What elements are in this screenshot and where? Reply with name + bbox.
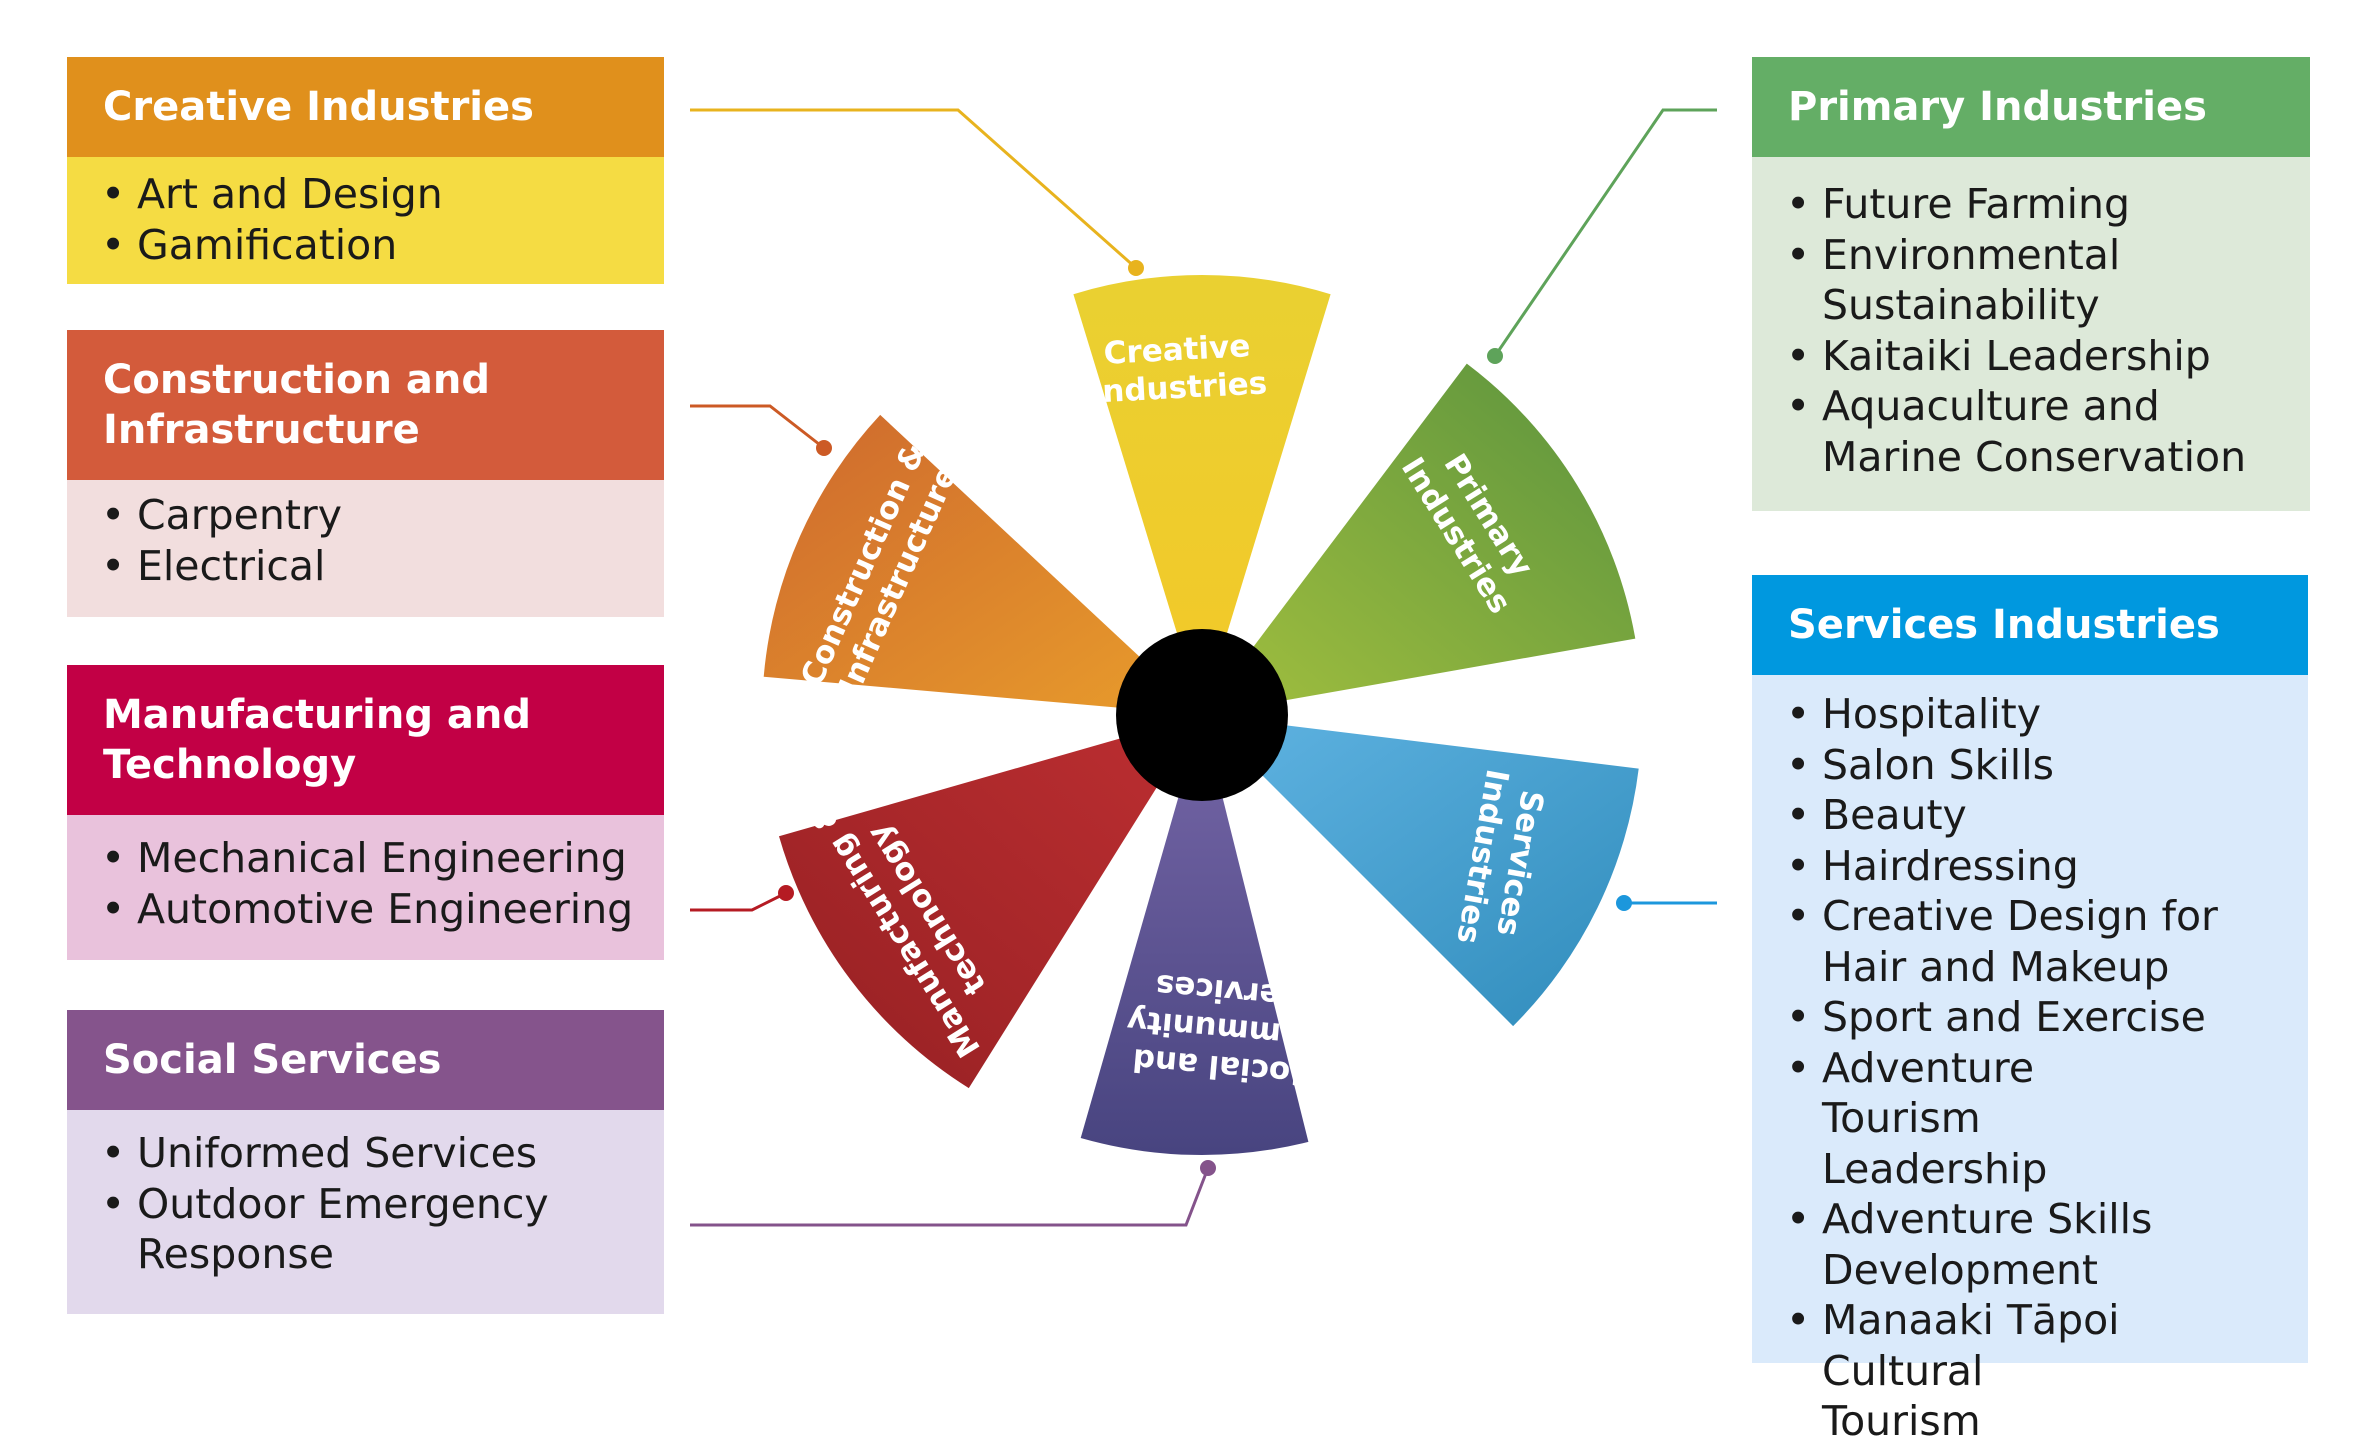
sector-services-industries	[1202, 715, 1639, 1027]
wheel-label-social: Social and Community Services	[1125, 967, 1326, 1093]
list-item: Creative Design for Hair and Makeup	[1786, 891, 2268, 992]
card-manufacturing-technology: Manufacturing and Technology Mechanical …	[67, 665, 664, 960]
wheel-hub	[1116, 629, 1288, 801]
list-item: Future Farming	[1786, 179, 2270, 230]
card-title: Creative Industries	[103, 84, 534, 130]
list-item: Carpentry	[101, 490, 644, 541]
connector-dot-primary	[1487, 348, 1503, 364]
sector-social-community-services	[1080, 715, 1309, 1156]
item-list: Mechanical Engineering Automotive Engine…	[101, 833, 644, 934]
sector-creative-industries	[1073, 274, 1331, 715]
list-item: Hospitality	[1786, 689, 2268, 740]
list-item: Aquaculture and Marine Conservation	[1786, 381, 2270, 482]
sector-manufacturing-technology	[779, 715, 1202, 1089]
card-body: Uniformed Services Outdoor Emergency Res…	[67, 1110, 664, 1314]
list-item: Salon Skills	[1786, 740, 2268, 791]
list-item: Automotive Engineering	[101, 884, 644, 935]
connector-social	[690, 1167, 1210, 1227]
connector-construction	[690, 404, 825, 450]
card-title: Social Services	[103, 1037, 442, 1083]
card-header: Manufacturing and Technology	[67, 665, 664, 815]
item-list: Hospitality Salon Skills Beauty Hairdres…	[1786, 689, 2268, 1447]
card-body: Mechanical Engineering Automotive Engine…	[67, 815, 664, 960]
item-list: Art and Design Gamification	[101, 169, 644, 270]
list-item: Environmental Sustainability	[1786, 230, 2270, 331]
connector-dot-manufacturing	[778, 885, 794, 901]
card-services-industries: Services Industries Hospitality Salon Sk…	[1752, 575, 2308, 1445]
list-item: Electrical	[101, 541, 644, 592]
list-item: Mechanical Engineering	[101, 833, 644, 884]
card-title: Construction and Infrastructure	[103, 357, 490, 453]
card-header: Social Services	[67, 1010, 664, 1110]
list-item: Uniformed Services	[101, 1128, 644, 1179]
wheel-label-creative: Creative Industries	[1090, 328, 1268, 410]
card-body: Art and Design Gamification	[67, 157, 664, 284]
card-body: Future Farming Environmental Sustainabil…	[1752, 157, 2310, 511]
connector-primary	[1493, 108, 1717, 357]
list-item: Gamification	[101, 220, 644, 271]
connector-dot-creative	[1128, 260, 1144, 276]
svg-text:Creative: Creative	[1103, 328, 1251, 372]
list-item: Hairdressing	[1786, 841, 2268, 892]
list-item: Manaaki Tāpoi Cultural Tourism	[1786, 1295, 2268, 1447]
sector-construction-infrastructure	[763, 414, 1202, 715]
list-item: Art and Design	[101, 169, 644, 220]
list-item: Kaitaiki Leadership	[1786, 331, 2270, 382]
list-item: Adventure Tourism Leadership	[1786, 1043, 2268, 1195]
card-header: Services Industries	[1752, 575, 2308, 675]
card-body: Carpentry Electrical	[67, 480, 664, 617]
card-title: Manufacturing and Technology	[103, 692, 532, 788]
card-header: Construction and Infrastructure	[67, 330, 664, 480]
list-item: Adventure Skills Development	[1786, 1194, 2268, 1295]
card-primary-industries: Primary Industries Future Farming Enviro…	[1752, 57, 2310, 511]
card-title: Services Industries	[1788, 602, 2220, 648]
card-creative-industries: Creative Industries Art and Design Gamif…	[67, 57, 664, 284]
card-body: Hospitality Salon Skills Beauty Hairdres…	[1752, 675, 2308, 1445]
list-item: Beauty	[1786, 790, 2268, 841]
sector-wheel: Creative Industries Primary Industries S…	[690, 108, 1717, 1227]
card-header: Creative Industries	[67, 57, 664, 157]
list-item: Sport and Exercise	[1786, 992, 2268, 1043]
item-list: Future Farming Environmental Sustainabil…	[1786, 179, 2270, 482]
sector-primary-industries	[1202, 363, 1636, 715]
card-title: Primary Industries	[1788, 84, 2207, 130]
card-social-services: Social Services Uniformed Services Outdo…	[67, 1010, 664, 1314]
item-list: Uniformed Services Outdoor Emergency Res…	[101, 1128, 644, 1280]
card-construction-infrastructure: Construction and Infrastructure Carpentr…	[67, 330, 664, 617]
connector-dot-services	[1616, 895, 1632, 911]
list-item: Outdoor Emergency Response	[101, 1179, 644, 1280]
connector-creative	[690, 108, 1137, 270]
connector-dot-construction	[816, 440, 832, 456]
connector-dot-social	[1200, 1160, 1216, 1176]
item-list: Carpentry Electrical	[101, 490, 644, 591]
card-header: Primary Industries	[1752, 57, 2310, 157]
connector-manufacturing	[690, 891, 787, 912]
